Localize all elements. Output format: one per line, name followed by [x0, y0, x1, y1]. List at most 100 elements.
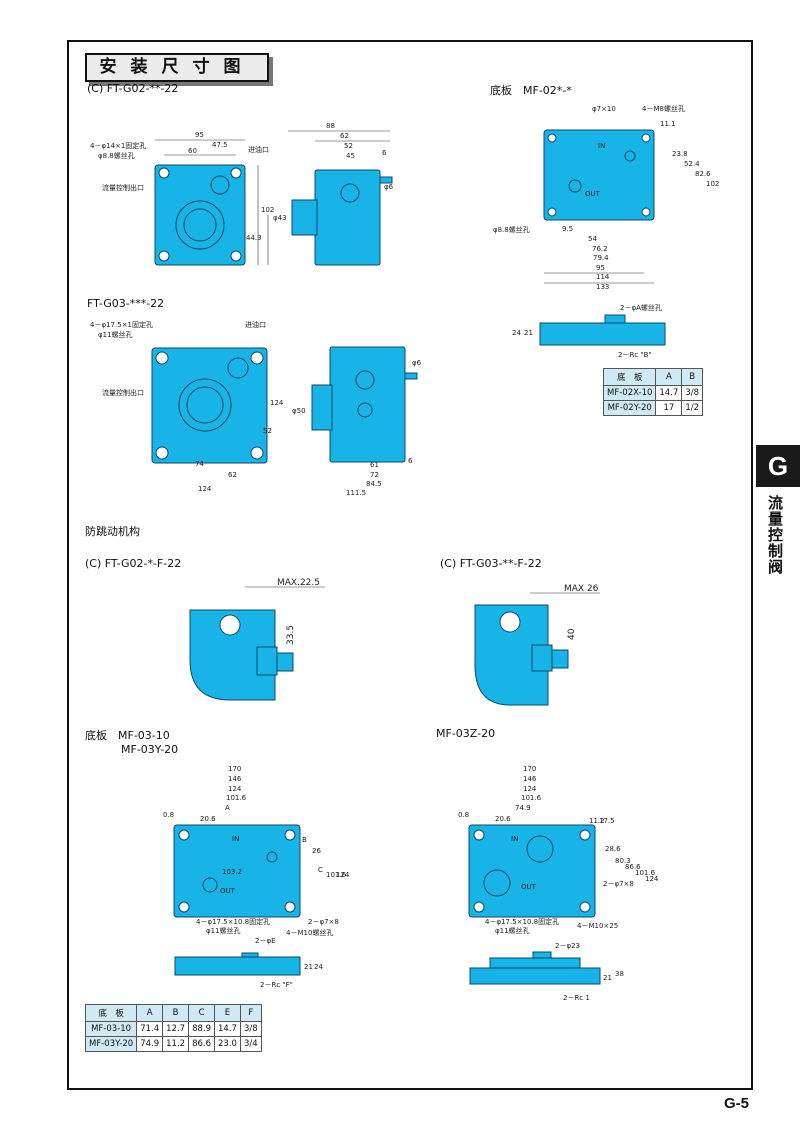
page-frame [67, 40, 753, 1090]
dim-mf03-124: 124 [228, 785, 242, 793]
dim-mf03-24: 24 [314, 963, 323, 971]
table-mf03-cell: 12.7 [162, 1021, 190, 1037]
mf03z-in: IN [511, 835, 518, 843]
dim-mf03-0-8: 0.8 [163, 811, 174, 819]
mf03-side-drawing: 2－φE 2－Rc "F" 21 24 [174, 937, 323, 989]
side-tab-label: 流量控制阀 [766, 495, 784, 575]
annot-mf02-phiA: 2－φA螺丝孔 [620, 303, 662, 312]
annot-mf03z-rc1: 2－Rc 1 [563, 994, 590, 1002]
annot-g02-holes: 4－φ14×1固定孔 [90, 141, 146, 150]
mf03-top-drawing: IN OUT 170 146 124 101.6 A 0.8 20.6 103.… [163, 765, 350, 937]
annot-mf02-rcB: 2－Rc "B" [618, 351, 652, 359]
dim-mf02-11-1: 11.1 [660, 120, 676, 128]
dim-g03-phi50: φ50 [292, 407, 306, 415]
dim-g03-72: 72 [370, 471, 379, 479]
dim-g02-44-3: 44.3 [246, 234, 262, 242]
annot-mf02-bore: φ7×10 [592, 105, 616, 113]
dim-g02-60: 60 [188, 147, 197, 155]
annot-mf03-rcF: 2－Rc "F" [260, 981, 293, 989]
dim-mf02-24: 24 [512, 329, 521, 337]
table-mf03-header: 底 板 [84, 1004, 138, 1022]
dim-g02-52: 52 [344, 142, 353, 150]
dim-40: 40 [567, 628, 577, 640]
table-mf03: 底 板 A B C E F MF-03-10 71.4 12.7 88.9 14… [84, 1004, 262, 1052]
dim-mf03z-20-6: 20.6 [495, 815, 511, 823]
ft-g02-side-drawing: 88 62 52 45 6 φ6 φ43 [273, 122, 394, 266]
annot-mf03-bore: 2－φ7×8 [308, 918, 339, 926]
dim-mf03z-86-6: 86.6 [625, 863, 641, 871]
annot-mf03-threads: φ11螺丝孔 [206, 926, 241, 935]
table-mf03-cell: MF-03Y-20 [84, 1036, 138, 1052]
dim-g02-102: 102 [261, 206, 274, 214]
dim-g03-61: 61 [370, 461, 379, 469]
dim-mf03-101-6: 101.6 [226, 794, 247, 802]
dim-g03-52: 52 [263, 427, 272, 435]
annot-mf03z-m10: 4－M10×25 [577, 922, 618, 930]
table-mf03-cell: 74.9 [136, 1036, 164, 1052]
dim-mf03z-28-6: 28.6 [605, 845, 621, 853]
annot-mf02-m8: 4－M8螺丝孔 [642, 104, 685, 113]
table-mf02: 底 板 A B MF-02X-10 14.7 3/8 MF-02Y-20 17 … [602, 368, 704, 416]
table-mf03-header: A [136, 1004, 164, 1022]
dim-mf03-170: 170 [228, 765, 241, 773]
ft-g03-side-drawing: φ50 φ6 6 61 72 84.5 111.5 [292, 346, 422, 497]
dim-g03-124b: 124 [270, 399, 284, 407]
mf02-side-drawing: 2－φA螺丝孔 2－Rc "B" 24 21 [512, 303, 666, 359]
annot-g02-inlet: 进油口 [248, 145, 269, 154]
dim-mf03z-146: 146 [523, 775, 537, 783]
dim-g03-74: 74 [195, 460, 204, 468]
label-ft-g02: (C) FT-G02-**-22 [87, 82, 179, 95]
mf03-in: IN [232, 835, 239, 843]
dim-mf03z-101-6v: 101.6 [635, 869, 656, 877]
dim-g02-phi43: φ43 [273, 214, 287, 222]
dim-g03-111-5: 111.5 [346, 489, 366, 497]
annot-g03-flow-outlet: 流量控制出口 [102, 388, 144, 397]
dim-mf03z-74-9: 74.9 [515, 804, 531, 812]
section-title: 安装尺寸图 [85, 53, 269, 82]
annot-mf03z-threads: φ11螺丝孔 [495, 926, 530, 935]
page-number: G-5 [724, 1095, 750, 1112]
dim-mf02-114: 114 [596, 273, 610, 281]
annot-g02-flow-outlet: 流量控制出口 [102, 183, 144, 192]
table-mf03-cell: 11.2 [162, 1036, 190, 1052]
dim-mf02-102: 102 [706, 180, 719, 188]
table-mf02-cell: 1/2 [681, 400, 704, 416]
dim-g02-phi6: φ6 [384, 183, 394, 191]
table-mf03-cell: 71.4 [136, 1021, 164, 1037]
table-mf02-cell: MF-02X-10 [602, 385, 657, 401]
annot-g03-inlet: 进油口 [245, 320, 266, 329]
label-base-mf03z: MF-03Z-20 [436, 727, 496, 740]
dim-mf02-76-2: 76.2 [592, 245, 608, 253]
table-mf03-cell: 3/8 [239, 1021, 262, 1037]
dim-mf03z-17-5: 17.5 [599, 817, 615, 825]
dim-mf03-C: C [318, 866, 323, 874]
table-mf02-header: B [681, 368, 704, 386]
dim-mf02-82-6: 82.6 [695, 170, 711, 178]
annot-mf02-threads: φ8.8螺丝孔 [493, 225, 530, 234]
dim-g02-45: 45 [346, 152, 355, 160]
ft-g02-front-drawing: 95 47.5 60 102 44.3 4－φ14×1固定孔 φ8.8螺丝孔 进… [90, 131, 274, 266]
dim-mf03-A: A [225, 804, 230, 812]
ft-g02-f-drawing: MAX.22.5 33.5 [189, 578, 325, 701]
table-mf03-cell: 86.6 [188, 1036, 215, 1052]
side-tab-letter[interactable]: G [756, 445, 800, 487]
dim-g03-84-5: 84.5 [366, 480, 382, 488]
label-ft-g02-f: (C) FT-G02-*-F-22 [85, 557, 182, 570]
dim-g03-124: 124 [198, 485, 212, 493]
dim-mf03z-0-8: 0.8 [458, 811, 469, 819]
dim-mf02-9-5: 9.5 [562, 225, 573, 233]
dim-mf03-101-6v: 101.6 [326, 871, 347, 879]
dim-mf03-20-6: 20.6 [200, 815, 216, 823]
dim-mf02-79-4: 79.4 [593, 254, 609, 262]
dim-mf03-21: 21 [304, 963, 313, 971]
dim-mf02-95: 95 [596, 264, 605, 272]
table-mf03-cell: 14.7 [214, 1021, 241, 1037]
dim-33-5: 33.5 [286, 625, 296, 645]
annot-g02-threads: φ8.8螺丝孔 [98, 151, 135, 160]
label-base-mf03: 底板 MF-03-10 [85, 729, 170, 742]
label-anti-jump: 防跳动机构 [85, 525, 140, 538]
dim-mf03z-124: 124 [523, 785, 537, 793]
table-mf02-cell: 3/8 [681, 385, 704, 401]
annot-mf03-phiE: 2－φE [255, 937, 276, 945]
dim-mf03-103-2: 103.2 [222, 868, 242, 876]
